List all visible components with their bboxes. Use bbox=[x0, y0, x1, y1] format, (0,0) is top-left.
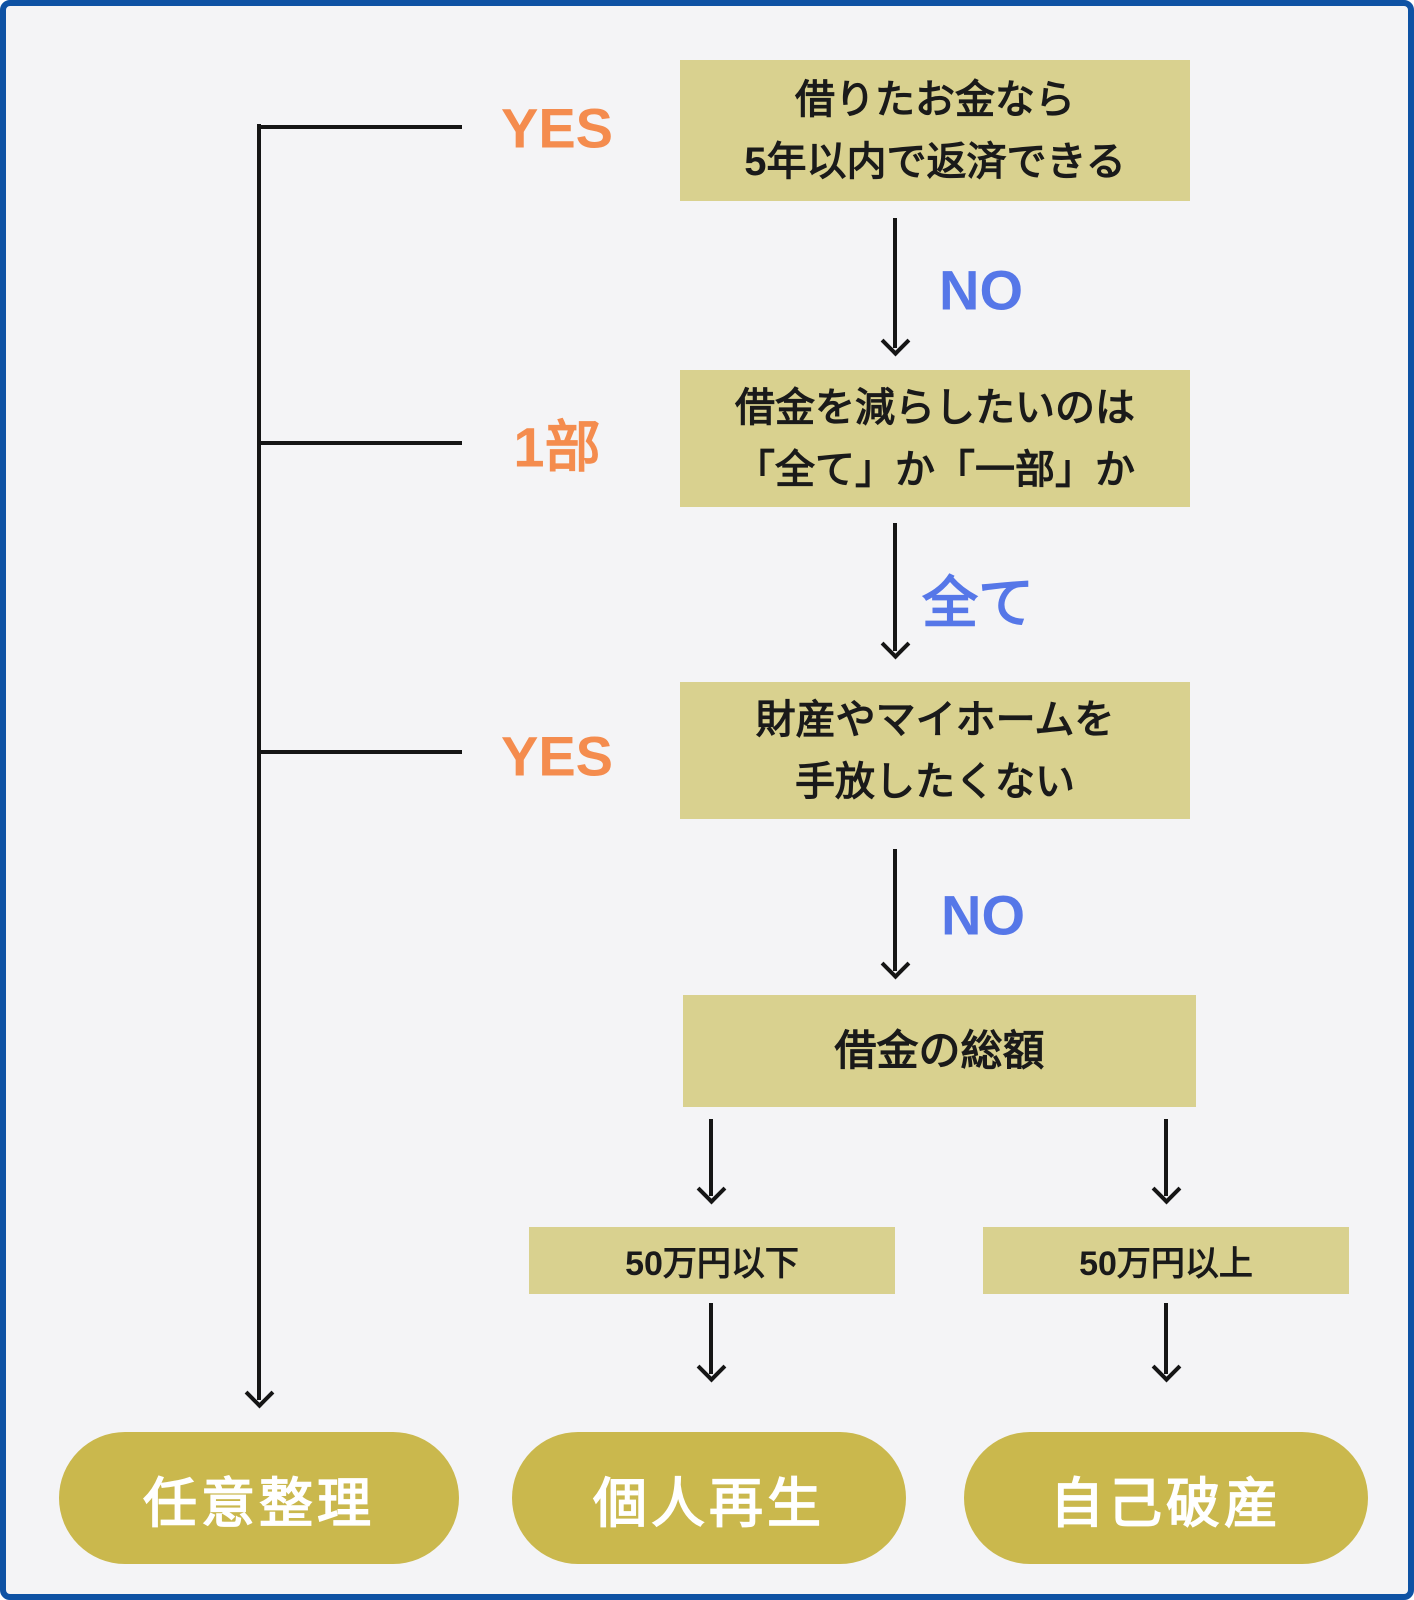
amount-box-text: 50万円以下 bbox=[625, 1245, 799, 1283]
arrow-rail-to-result-left bbox=[244, 124, 275, 1409]
decision-box-text-line: 5年以内で返済できる bbox=[744, 139, 1126, 184]
arrow-head-icon bbox=[244, 1378, 275, 1409]
arrow-amount-low-to-result-middle bbox=[696, 1303, 727, 1383]
connector-q1-yes-line bbox=[257, 125, 462, 129]
arrow-q4-to-amount-high bbox=[1151, 1119, 1182, 1205]
arrow-head-icon bbox=[1151, 1174, 1182, 1205]
decision-box-keep-property-home: 財産やマイホームを 手放したくない bbox=[680, 682, 1190, 819]
connector-q2-part-line bbox=[257, 441, 462, 445]
decision-box-reduce-all-or-part: 借金を減らしたいのは 「全て」か「一部」か bbox=[680, 370, 1190, 507]
result-pill-bankruptcy: 自己破産 bbox=[964, 1432, 1368, 1564]
decision-box-total-debt: 借金の総額 bbox=[683, 995, 1196, 1107]
result-pill-personal-rehabilitation: 個人再生 bbox=[512, 1432, 906, 1564]
arrow-shaft bbox=[709, 1303, 713, 1374]
result-pill-text: 自己破産 bbox=[1050, 1473, 1282, 1534]
arrow-head-icon bbox=[696, 1352, 727, 1383]
arrow-q1-to-q2 bbox=[880, 218, 911, 357]
arrow-shaft bbox=[1164, 1303, 1168, 1374]
decision-box-repay-within-5-years: 借りたお金なら 5年以内で返済できる bbox=[680, 60, 1190, 201]
arrow-shaft bbox=[893, 523, 897, 651]
decision-box-text-line: 借金の総額 bbox=[834, 1027, 1045, 1075]
decision-box-text-line: 「全て」か「一部」か bbox=[735, 447, 1135, 492]
edge-label-q1-no: NO bbox=[939, 258, 1023, 322]
arrow-amount-high-to-result-right bbox=[1151, 1303, 1182, 1383]
decision-box-text-line: 手放したくない bbox=[795, 759, 1075, 804]
amount-box-over-500k: 50万円以上 bbox=[983, 1227, 1349, 1294]
connector-q3-yes-line bbox=[257, 750, 462, 754]
edge-label-q3-no: NO bbox=[941, 883, 1025, 947]
arrow-shaft bbox=[893, 849, 897, 971]
amount-box-under-500k: 50万円以下 bbox=[529, 1227, 895, 1294]
arrow-shaft bbox=[709, 1119, 713, 1196]
result-pill-voluntary-arrangement: 任意整理 bbox=[59, 1432, 459, 1564]
arrow-shaft bbox=[893, 218, 897, 348]
decision-box-text-line: 財産やマイホームを bbox=[755, 697, 1115, 742]
result-pill-text: 任意整理 bbox=[143, 1473, 375, 1534]
edge-label-q2-all: 全て bbox=[922, 571, 1034, 635]
arrow-q3-to-q4 bbox=[880, 849, 911, 980]
arrow-head-icon bbox=[880, 326, 911, 357]
result-pill-text: 個人再生 bbox=[593, 1473, 825, 1534]
edge-label-q2-part: 1部 bbox=[513, 415, 601, 479]
decision-box-text-line: 借りたお金なら bbox=[795, 77, 1075, 122]
arrow-q4-to-amount-low bbox=[696, 1119, 727, 1205]
arrow-shaft bbox=[1164, 1119, 1168, 1196]
arrow-shaft bbox=[257, 124, 261, 1400]
amount-box-text: 50万円以上 bbox=[1079, 1245, 1253, 1283]
arrow-head-icon bbox=[696, 1174, 727, 1205]
arrow-q2-to-q3 bbox=[880, 523, 911, 660]
arrow-head-icon bbox=[1151, 1352, 1182, 1383]
arrow-head-icon bbox=[880, 629, 911, 660]
edge-label-q3-yes: YES bbox=[500, 724, 614, 788]
decision-box-text-line: 借金を減らしたいのは bbox=[735, 385, 1135, 430]
arrow-head-icon bbox=[880, 949, 911, 980]
edge-label-q1-yes: YES bbox=[500, 96, 614, 160]
